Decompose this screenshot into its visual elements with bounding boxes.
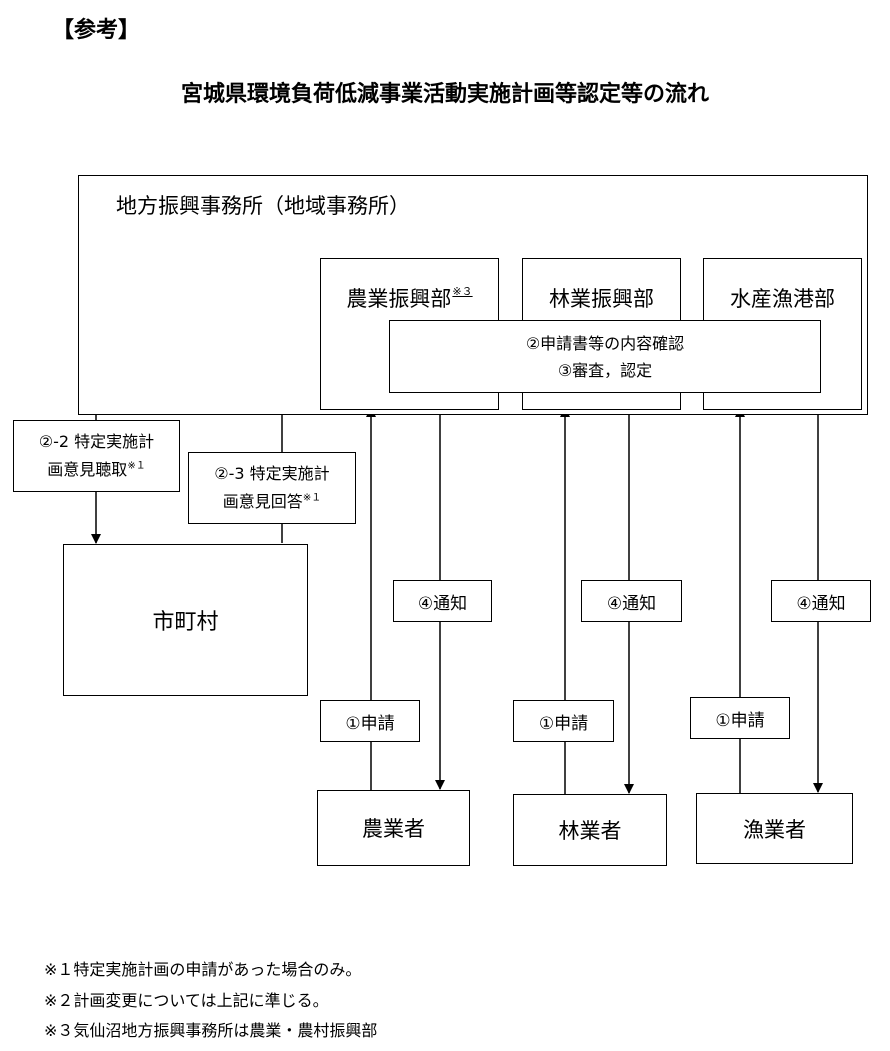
notify-label-agriculture: ④通知 <box>393 580 492 622</box>
applicant-forester-box: 林業者 <box>513 794 667 866</box>
apply-label-agriculture: ①申請 <box>320 700 420 742</box>
applicant-farmer-box: 農業者 <box>317 790 470 866</box>
dept-agriculture-note: ※３ <box>452 285 473 298</box>
applicant-fisher: 漁業者 <box>743 817 806 842</box>
diagram-title: 宮城県環境負荷低減事業活動実施計画等認定等の流れ <box>180 82 709 107</box>
hearing-label: ②-2 特定実施計 画意見聴取※１ <box>13 420 180 492</box>
review-box: ②申請書等の内容確認 ③審査，認定 <box>389 320 821 393</box>
review-line-confirm: ②申請書等の内容確認 <box>525 333 685 353</box>
applicant-fisher-box: 漁業者 <box>696 793 853 864</box>
dept-forestry-name: 林業振興部 <box>549 287 654 311</box>
footnote-1: ※１特定実施計画の申請があった場合のみ。 <box>44 960 362 979</box>
applicant-forester: 林業者 <box>558 819 622 843</box>
municipality-name: 市町村 <box>152 610 219 635</box>
office-name: 地方振興事務所（地域事務所） <box>116 194 410 218</box>
review-line-approve: ③審査，認定 <box>557 360 653 380</box>
notify-label-forestry: ④通知 <box>581 580 682 622</box>
apply-label-forestry: ①申請 <box>513 700 614 742</box>
dept-fishery-name: 水産漁港部 <box>730 287 835 311</box>
header-tag: 【参考】 <box>52 18 141 43</box>
footnote-3: ※３気仙沼地方振興事務所は農業・農村振興部 <box>44 1021 378 1040</box>
response-label: ②-3 特定実施計 画意見回答※１ <box>188 452 356 524</box>
apply-label-fishery: ①申請 <box>690 697 790 739</box>
applicant-farmer: 農業者 <box>362 817 425 841</box>
municipality-box: 市町村 <box>63 544 308 696</box>
footnote-2: ※２計画変更については上記に準じる。 <box>44 991 329 1010</box>
notify-label-fishery: ④通知 <box>771 580 871 622</box>
dept-agriculture-name: 農業振興部 <box>346 287 452 311</box>
